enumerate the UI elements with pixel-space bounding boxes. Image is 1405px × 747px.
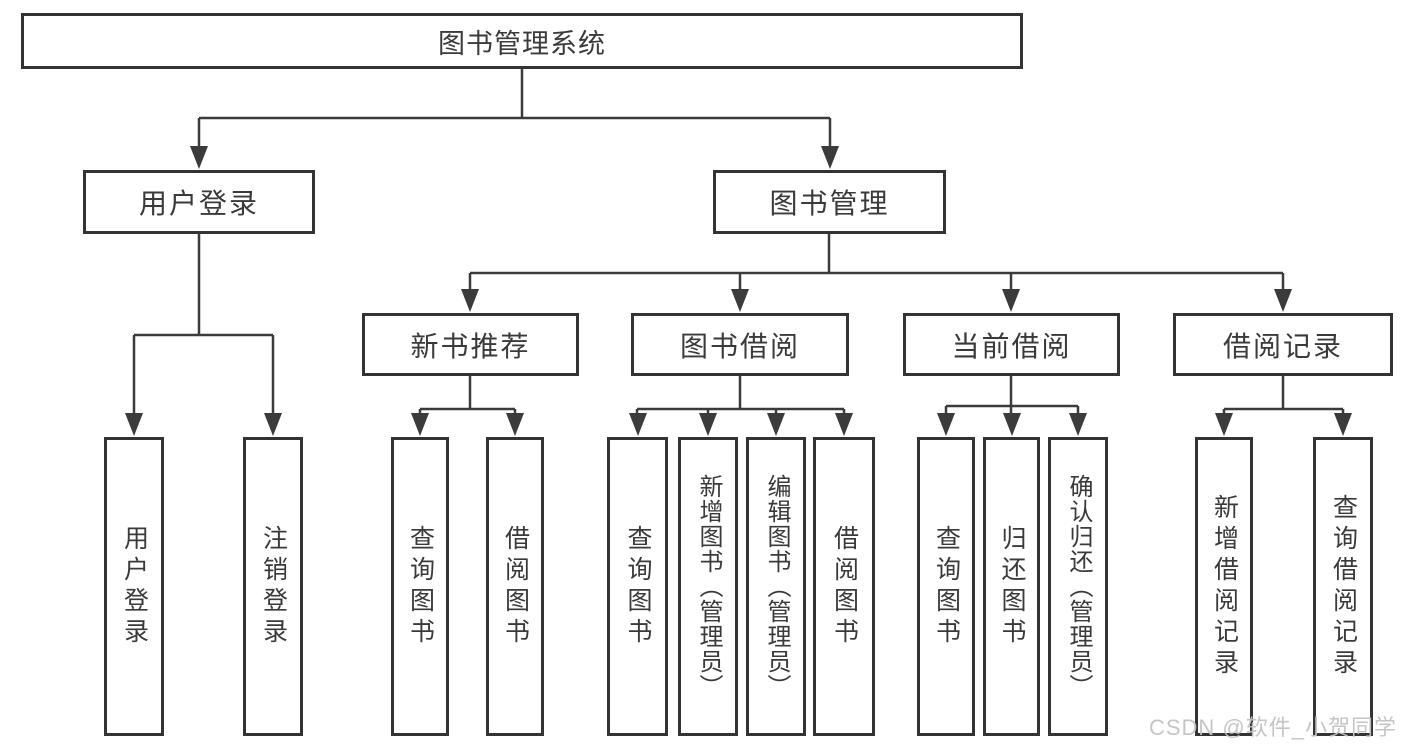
node-label: 新增图书（管理员） — [695, 474, 722, 699]
node-label: 查询图书 — [406, 524, 435, 649]
node-label: 归还图书 — [998, 524, 1026, 649]
leaf-borrowing-add-books-admin: 新增图书（管理员） — [678, 437, 738, 736]
node-book-borrowing: 图书借阅 — [631, 313, 849, 376]
node-label: 用户登录 — [138, 188, 259, 219]
leaf-logout: 注销登录 — [243, 437, 303, 736]
leaf-current-query-books: 查询图书 — [917, 437, 975, 736]
node-label: 借阅图书 — [830, 524, 859, 649]
leaf-newbook-query-books: 查询图书 — [391, 437, 449, 736]
node-label: 用户登录 — [120, 524, 149, 649]
leaf-newbook-borrow-books: 借阅图书 — [486, 437, 544, 736]
node-borrow-records: 借阅记录 — [1173, 313, 1393, 376]
leaf-records-add-borrow-record: 新增借阅记录 — [1195, 437, 1253, 736]
node-label: 借阅记录 — [1222, 330, 1343, 362]
leaf-borrowing-borrow-books: 借阅图书 — [813, 437, 875, 736]
node-root-system: 图书管理系统 — [21, 13, 1023, 69]
leaf-user-login: 用户登录 — [104, 437, 164, 736]
node-label: 确认归还（管理员） — [1065, 474, 1092, 699]
node-book-management: 图书管理 — [713, 170, 946, 234]
node-label: 新增借阅记录 — [1210, 493, 1239, 680]
leaf-records-query-borrow-record: 查询借阅记录 — [1313, 437, 1373, 736]
leaf-borrowing-edit-books-admin: 编辑图书（管理员） — [746, 437, 806, 736]
node-label: 当前借阅 — [951, 330, 1072, 362]
node-new-book-recommend: 新书推荐 — [362, 313, 579, 376]
arrowhead-icons — [125, 146, 1352, 436]
leaf-borrowing-query-books: 查询图书 — [607, 437, 668, 736]
csdn-watermark: CSDN @软件_小贺同学 — [1148, 715, 1397, 740]
node-label: 查询图书 — [932, 524, 961, 649]
node-label: 查询借阅记录 — [1329, 493, 1358, 680]
node-label: 图书管理 — [769, 188, 890, 219]
node-user-login: 用户登录 — [83, 170, 315, 234]
node-label: 查询图书 — [624, 524, 652, 649]
node-label: 借阅图书 — [501, 524, 530, 649]
node-current-borrowing: 当前借阅 — [903, 313, 1120, 376]
node-label: 图书管理系统 — [438, 28, 606, 59]
node-label: 编辑图书（管理员） — [763, 474, 790, 699]
leaf-current-return-books: 归还图书 — [983, 437, 1040, 736]
leaf-current-confirm-return-admin: 确认归还（管理员） — [1048, 437, 1108, 736]
node-label: 图书借阅 — [679, 330, 800, 362]
node-label: 新书推荐 — [410, 330, 531, 362]
node-label: 注销登录 — [259, 524, 288, 649]
